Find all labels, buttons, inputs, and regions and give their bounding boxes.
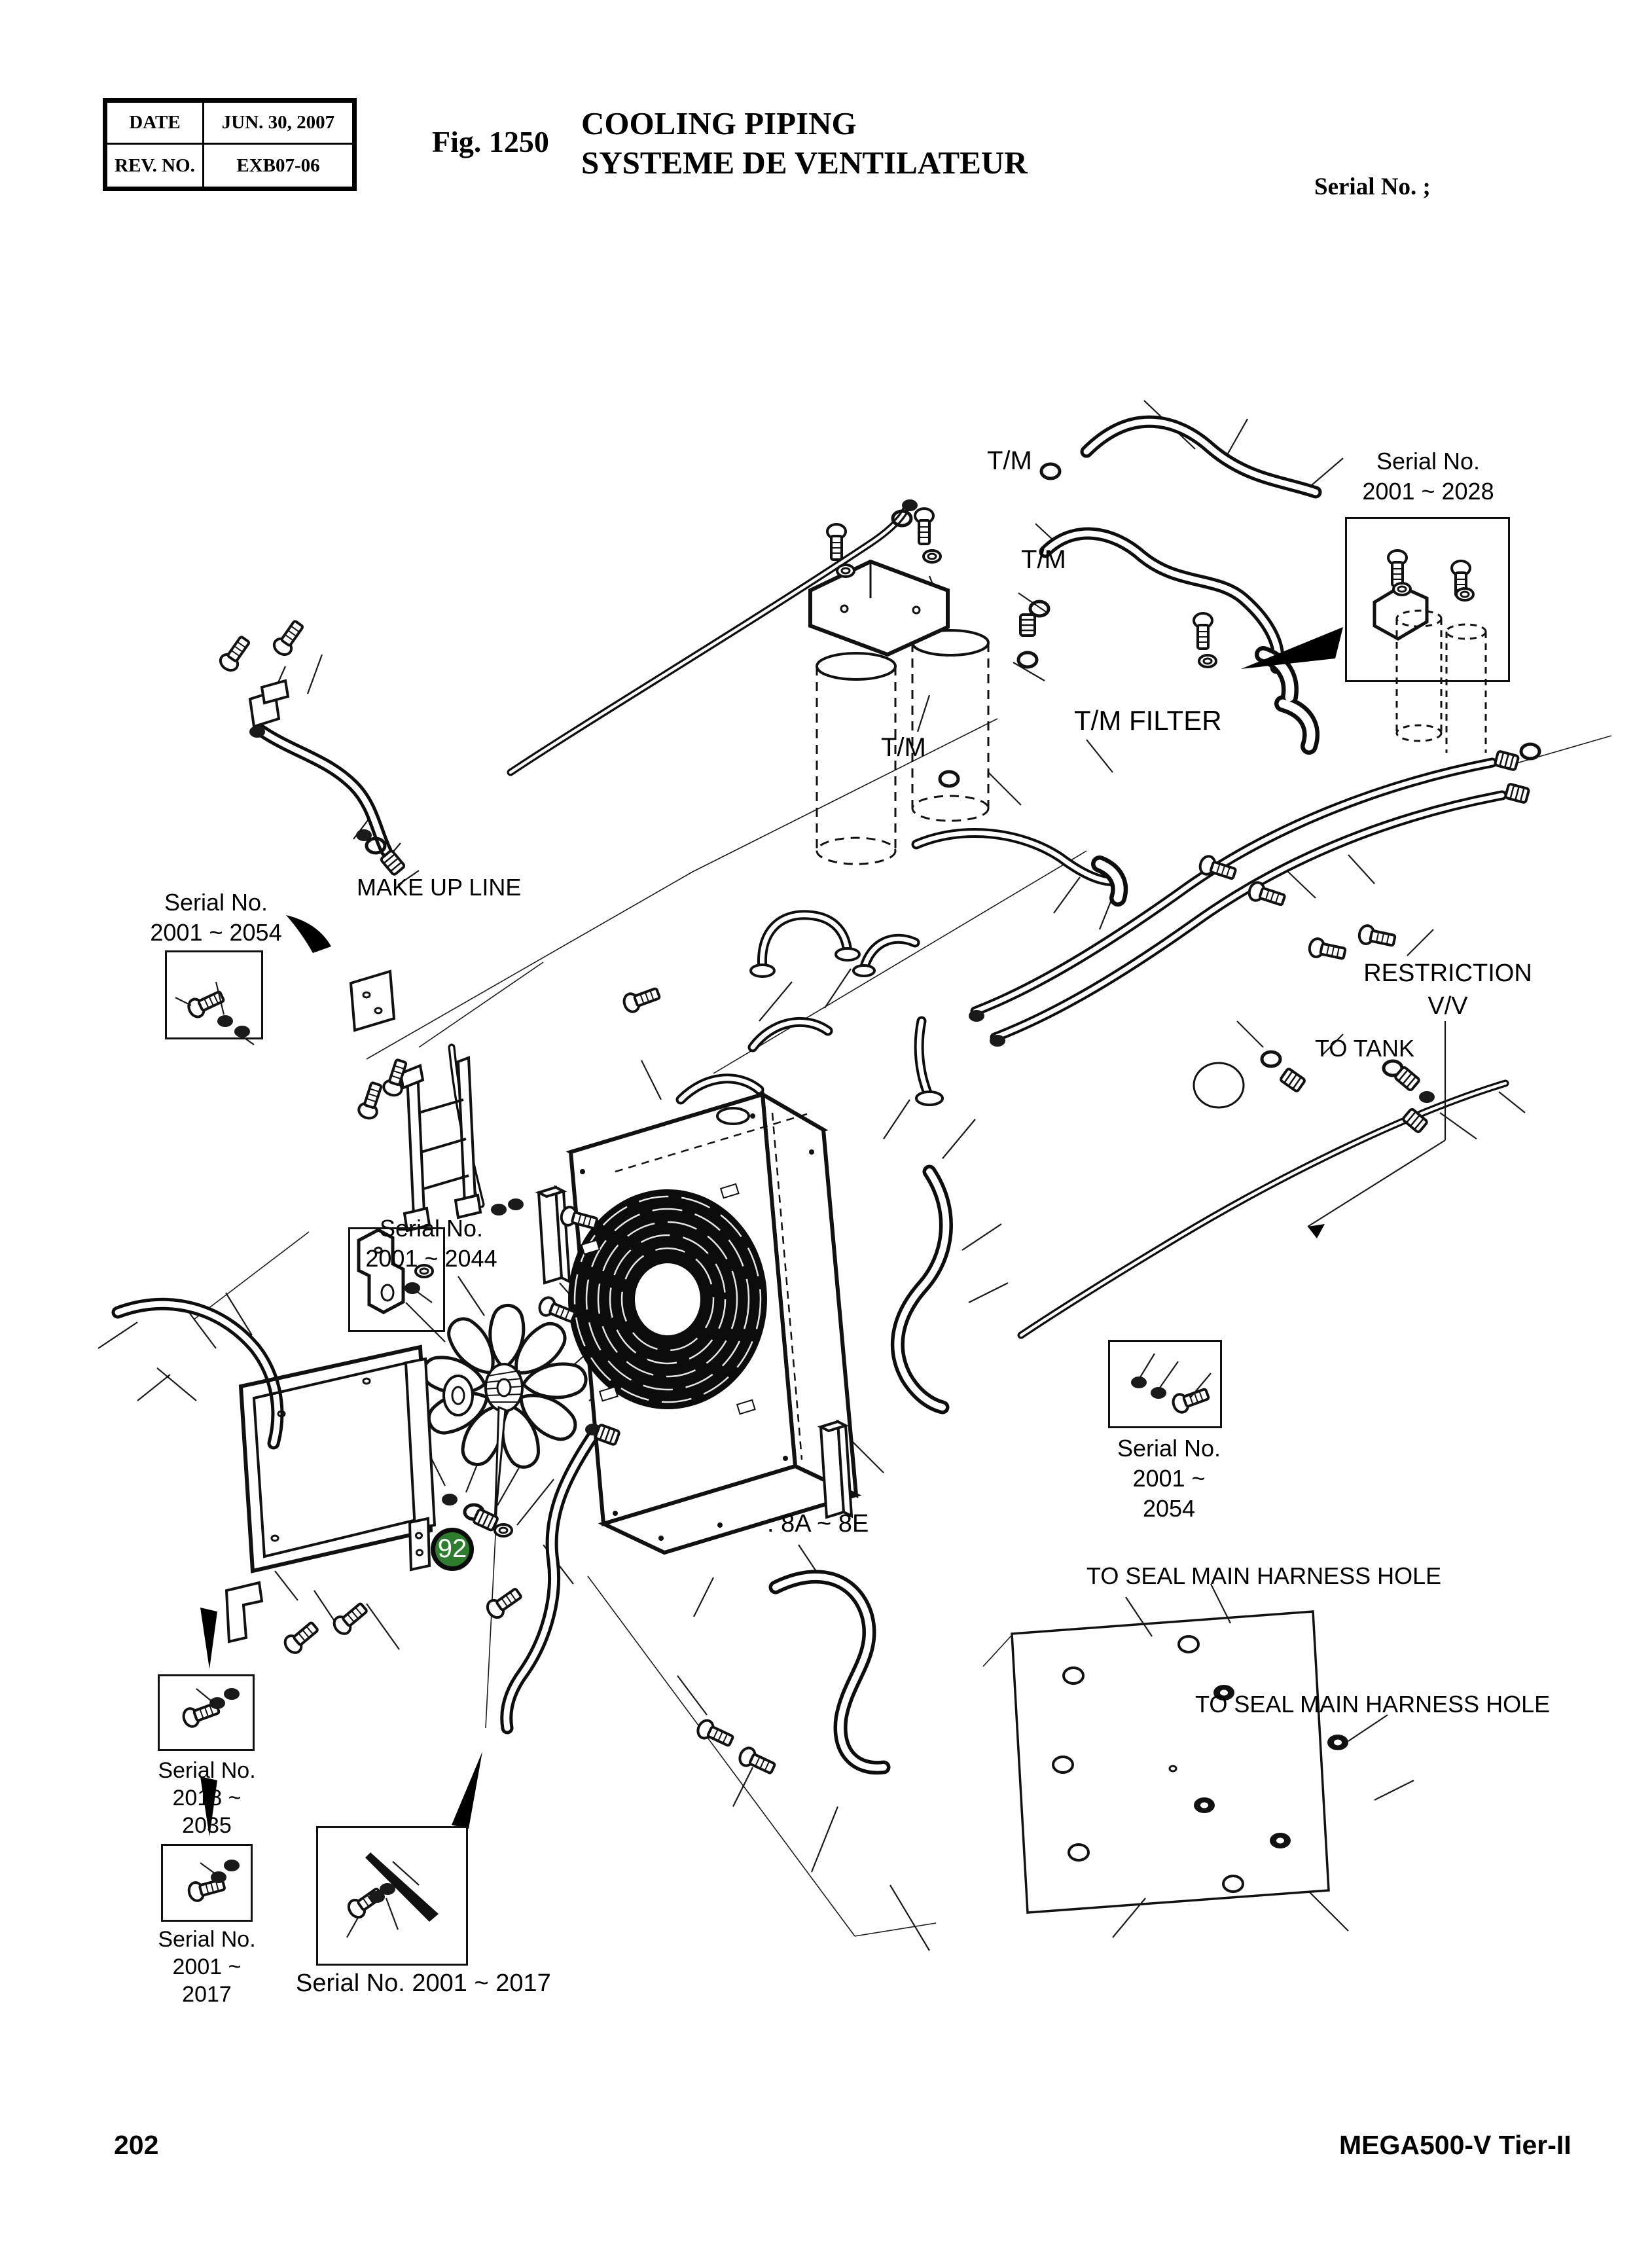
- inset-box-left: [165, 950, 263, 1039]
- rev-no-label: REV. NO.: [107, 145, 204, 187]
- guard-frame: [224, 1344, 437, 1644]
- page-number: 202: [114, 2130, 159, 2160]
- serial-range-bottom-caption: Serial No. 2001 ~ 2017: [296, 1970, 551, 1997]
- label-to-seal-1: TO SEAL MAIN HARNESS HOLE: [1086, 1562, 1442, 1589]
- inset-contents: [175, 549, 1487, 1938]
- serial-line1: Serial No.: [164, 889, 268, 916]
- inset-box-bl-upper: [158, 1674, 255, 1751]
- serial-range-bl-upper: Serial No. 2018 ~ 2035: [153, 1757, 260, 1839]
- tm-filter-assembly: [808, 507, 1217, 865]
- left-bracket-frame: [349, 969, 482, 1233]
- label-to-seal-2: TO SEAL MAIN HARNESS HOLE: [1195, 1691, 1551, 1718]
- serial-line1: Serial No.: [1117, 1435, 1221, 1462]
- inset-box-bottom: [316, 1826, 468, 1966]
- serial-line1: Serial No.: [158, 1758, 256, 1783]
- page-title-fr: SYSTEME DE VENTILATEUR: [581, 145, 1028, 181]
- serial-line2: 2001 ~ 2028: [1362, 478, 1494, 505]
- serial-range-left: Serial No. 2001 ~ 2054: [149, 888, 283, 948]
- hoses: [111, 415, 1509, 1775]
- serial-line2: 2001 ~ 2017: [172, 1954, 242, 2007]
- date-value: JUN. 30, 2007: [204, 103, 352, 145]
- inset-box-bracket: [348, 1227, 445, 1332]
- label-to-tank: TO TANK: [1315, 1035, 1415, 1062]
- label-restriction-vv: RESTRICTION V/V: [1350, 957, 1546, 1022]
- inset-box-right-mid: [1108, 1340, 1222, 1428]
- restriction-line2: V/V: [1428, 992, 1468, 1020]
- figure-number: Fig. 1250: [432, 125, 549, 158]
- serial-range-top-right: Serial No. 2001 ~ 2028: [1346, 446, 1511, 507]
- model-name: MEGA500-V Tier-II: [1339, 2130, 1571, 2160]
- serial-line2: 2001 ~ 2054: [1132, 1465, 1206, 1522]
- revision-table: DATE JUN. 30, 2007 REV. NO. EXB07-06: [103, 98, 357, 191]
- serial-line2: 2001 ~ 2044: [365, 1245, 497, 1272]
- radiator: [566, 1090, 862, 1555]
- page-title-en: COOLING PIPING: [581, 105, 857, 141]
- fan-guard-ring: [568, 1183, 767, 1415]
- mounting-slats: [535, 1185, 853, 1519]
- label-range-8a-8e: : 8A ~ 8E: [767, 1510, 869, 1538]
- serial-line2: 2018 ~ 2035: [172, 1786, 242, 1838]
- fittings: [216, 464, 1539, 1778]
- label-tm-1: T/M: [987, 446, 1032, 475]
- serial-range-bl-lower: Serial No.2001 ~ 2017: [153, 1926, 260, 2008]
- inset-box-top-right: [1345, 517, 1510, 682]
- cooling-fan: [421, 1305, 588, 1526]
- restriction-line1: RESTRICTION: [1363, 960, 1532, 987]
- label-tm-filter: T/M FILTER: [1074, 705, 1222, 736]
- serial-line1: Serial No.: [1376, 448, 1481, 475]
- rev-no-value: EXB07-06: [236, 154, 320, 176]
- inset-box-bl-lower: [161, 1844, 253, 1922]
- serial-line2: 2001 ~ 2054: [150, 919, 282, 946]
- label-tm-3: T/M: [881, 733, 926, 762]
- serial-note: Serial No. ;: [1314, 173, 1431, 200]
- label-tm-2: T/M: [1021, 545, 1066, 574]
- serial-line1: Serial No.: [158, 1927, 256, 1952]
- serial-range-right-mid: Serial No. 2001 ~ 2054: [1110, 1433, 1228, 1524]
- date-label: DATE: [107, 103, 204, 145]
- part-callout-badge: 92: [431, 1528, 474, 1571]
- reference-arrows: [200, 627, 1446, 1837]
- label-make-up-line: MAKE UP LINE: [357, 874, 522, 901]
- harness-plate: [1011, 1610, 1348, 1914]
